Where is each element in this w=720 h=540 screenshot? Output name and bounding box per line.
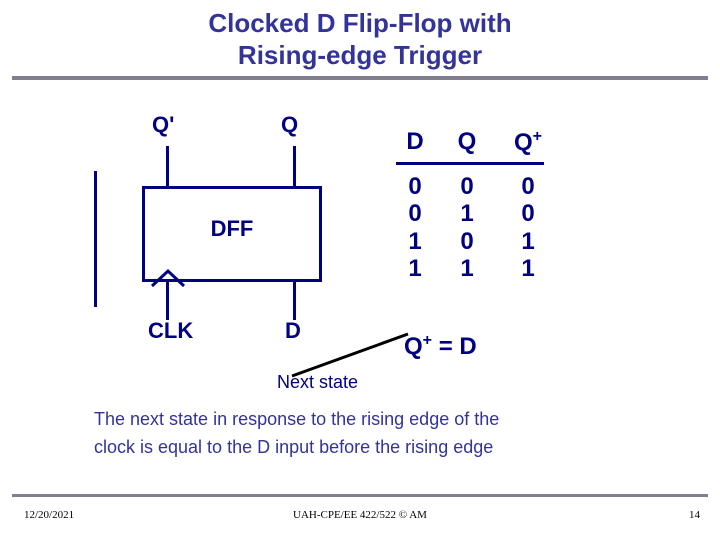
cell-q: 1 bbox=[460, 255, 474, 283]
footer-course-label: UAH-CPE/EE 422/522 © AM bbox=[293, 509, 427, 521]
page-title-line-2: Rising-edge Trigger bbox=[237, 39, 483, 70]
dff-block-label: DFF bbox=[210, 216, 254, 241]
cell-q: 0 bbox=[460, 173, 474, 200]
cell-gap bbox=[434, 173, 448, 200]
truth-table-header-q-next-sup: + bbox=[532, 128, 542, 145]
table-row: 1 1 1 bbox=[396, 255, 556, 282]
truth-table-vertical-rule bbox=[94, 171, 97, 307]
page-title: Clocked D Flip-Flop with Rising-edge Tri… bbox=[0, 8, 720, 71]
footer-date: 12/20/2021 bbox=[24, 509, 75, 521]
cell-gap-2 bbox=[486, 173, 500, 200]
equation-tail: = D bbox=[438, 333, 477, 360]
wire-q-prime bbox=[166, 146, 169, 188]
next-state-equation: Q+ = D bbox=[404, 332, 477, 361]
cell-q-next: 1 bbox=[521, 255, 535, 283]
cell-q-next: 0 bbox=[521, 200, 535, 228]
equation-q-sup: + bbox=[422, 332, 433, 349]
truth-table-header-gap-2 bbox=[486, 128, 500, 157]
explanation-text: The next state in response to the rising… bbox=[94, 406, 674, 462]
cell-d: 1 bbox=[408, 255, 422, 283]
truth-table-header-gap bbox=[434, 128, 448, 157]
truth-table-header-q: Q bbox=[457, 128, 477, 155]
port-label-d: D bbox=[285, 318, 301, 343]
cell-q: 0 bbox=[460, 227, 474, 255]
dff-block bbox=[142, 186, 322, 282]
truth-table: D Q Q+ 0 0 0 0 1 0 1 0 1 1 bbox=[396, 128, 556, 282]
footer-divider bbox=[12, 494, 708, 497]
wire-clk bbox=[166, 280, 169, 320]
truth-table-header-d: D bbox=[406, 128, 424, 155]
cell-d: 0 bbox=[408, 173, 422, 200]
explanation-line-2: clock is equal to the D input before the… bbox=[94, 436, 494, 457]
cell-gap bbox=[434, 255, 448, 282]
truth-table-header-q-next: Q+ bbox=[500, 128, 556, 157]
footer-page-number: 14 bbox=[689, 509, 700, 521]
next-state-label: Next state bbox=[277, 372, 359, 392]
truth-table-header-q-next-base: Q bbox=[513, 129, 533, 156]
cell-gap-2 bbox=[486, 255, 500, 282]
table-row: 1 0 1 bbox=[396, 228, 556, 255]
cell-gap bbox=[434, 200, 448, 227]
equation-q-base: Q bbox=[404, 333, 423, 360]
cell-gap bbox=[434, 228, 448, 255]
cell-q-next: 1 bbox=[521, 227, 535, 255]
table-row: 0 1 0 bbox=[396, 200, 556, 227]
header-divider bbox=[12, 76, 708, 80]
cell-q: 1 bbox=[460, 200, 474, 228]
next-state-pointer-line bbox=[291, 332, 409, 378]
table-row: 0 0 0 bbox=[396, 173, 556, 200]
port-label-clk: CLK bbox=[148, 318, 194, 343]
wire-d bbox=[293, 280, 296, 320]
cell-gap-2 bbox=[486, 228, 500, 255]
truth-table-header-rule bbox=[396, 162, 544, 165]
cell-q-next: 0 bbox=[521, 173, 535, 200]
cell-d: 1 bbox=[408, 227, 422, 255]
truth-table-header-row: D Q Q+ bbox=[396, 128, 556, 161]
port-label-q: Q bbox=[281, 112, 299, 137]
port-label-q-prime: Q' bbox=[152, 112, 175, 137]
explanation-line-1: The next state in response to the rising… bbox=[94, 409, 500, 429]
truth-table-body: 0 0 0 0 1 0 1 0 1 1 1 1 bbox=[396, 173, 556, 282]
rising-edge-triangle-icon bbox=[150, 268, 186, 288]
cell-gap-2 bbox=[486, 200, 500, 227]
wire-q bbox=[293, 146, 296, 188]
page-title-line-1: Clocked D Flip-Flop with bbox=[208, 8, 512, 38]
cell-d: 0 bbox=[408, 200, 422, 228]
